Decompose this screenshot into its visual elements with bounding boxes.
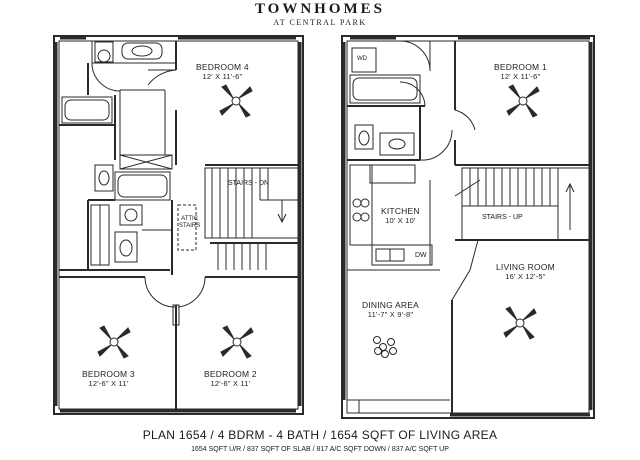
plan-title: TOWNHOMES	[254, 1, 386, 17]
room-dimensions: 11'-7" X 9'-8"	[367, 310, 414, 319]
plan-summary: PLAN 1654 / 4 BDRM - 4 BATH / 1654 SQFT …	[142, 428, 498, 442]
plan-subtitle: AT CENTRAL PARK	[273, 18, 367, 27]
room-label-kitchen: KITCHEN 10' X 10'	[381, 206, 420, 226]
room-name: KITCHEN	[381, 206, 420, 216]
room-dimensions: 10' X 10'	[385, 216, 416, 225]
room-dimensions: 12' X 11'-6"	[500, 72, 541, 81]
attic-stairs-label: ATTIC STAIRS	[179, 216, 200, 230]
room-name: BEDROOM 1	[494, 62, 547, 72]
attic-line-1: ATTIC	[181, 216, 199, 222]
ceiling-fan-icon	[219, 84, 253, 118]
attic-line-2: STAIRS	[179, 223, 201, 229]
room-name: BEDROOM 4	[196, 62, 249, 72]
room-name: DINING AREA	[362, 300, 419, 310]
room-label-bedroom-3: BEDROOM 3 12'-6" X 11'	[82, 369, 135, 389]
room-label-bedroom-1: BEDROOM 1 12' X 11'-6"	[494, 62, 547, 82]
room-dimensions: 12' X 11'-6"	[202, 72, 243, 81]
room-name: BEDROOM 3	[82, 369, 135, 379]
room-label-bedroom-2: BEDROOM 2 12'-6" X 11'	[204, 369, 257, 389]
room-label-living-room: LIVING ROOM 16' X 12'-5"	[496, 262, 555, 282]
ceiling-fan-icon	[97, 325, 131, 359]
room-dimensions: 12'-6" X 11'	[88, 379, 129, 388]
room-name: BEDROOM 2	[204, 369, 257, 379]
washer-dryer-label: WD	[357, 56, 367, 62]
stairs-up-label: STAIRS - UP	[482, 214, 523, 221]
stairs-down-label: STAIRS - DN	[228, 180, 270, 187]
room-dimensions: 12'-6" X 11'	[210, 379, 251, 388]
room-label-dining-area: DINING AREA 11'-7" X 9'-8"	[362, 300, 419, 320]
lower-floor-plan	[341, 35, 595, 419]
ceiling-fan-icon	[503, 306, 537, 340]
upper-floor-plan	[53, 35, 304, 415]
ceiling-fan-icon	[506, 84, 540, 118]
ceiling-fan-icon	[220, 325, 254, 359]
room-dimensions: 16' X 12'-5"	[505, 272, 546, 281]
dishwasher-label: DW	[415, 252, 427, 259]
room-name: LIVING ROOM	[496, 262, 555, 272]
plan-square-footage-details: 1654 SQFT U/R / 837 SQFT OF SLAB / 817 A…	[191, 446, 449, 453]
room-label-bedroom-4: BEDROOM 4 12' X 11'-6"	[196, 62, 249, 82]
